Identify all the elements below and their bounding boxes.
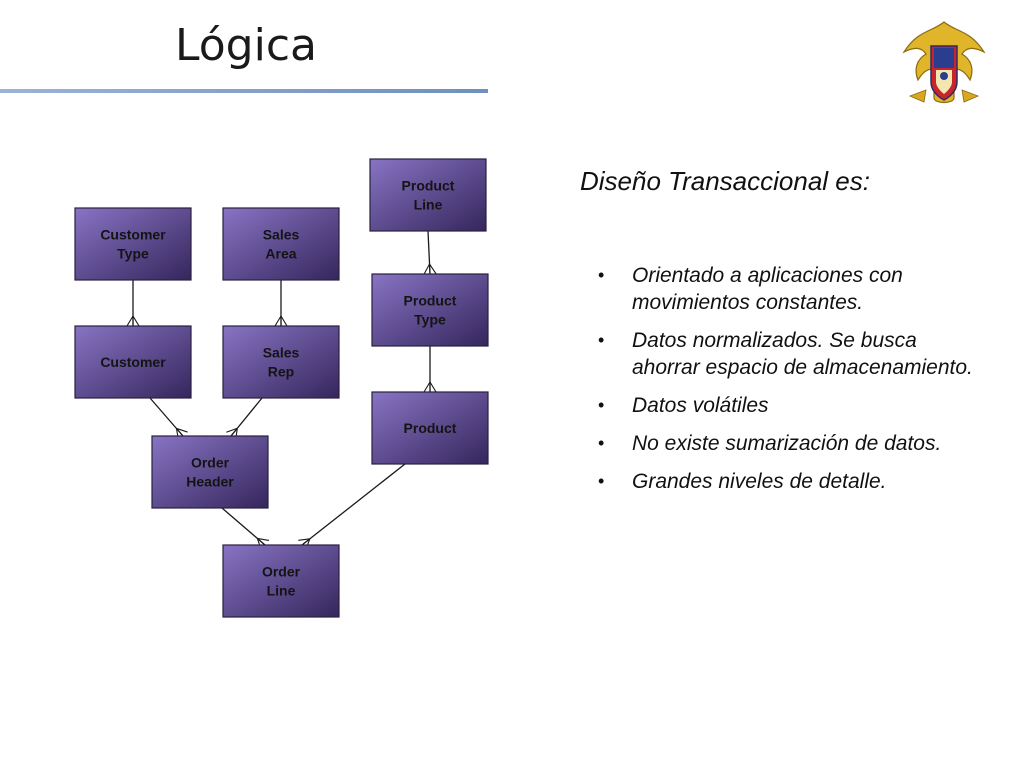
list-item-text: Orientado a aplicaciones con movimientos…: [632, 264, 903, 314]
relationship-product-type-product: [423, 346, 437, 393]
logical-data-model-diagram: CustomerTypeSalesAreaProductLineCustomer…: [74, 158, 489, 618]
list-item: • Datos normalizados. Se busca ahorrar es…: [598, 327, 988, 381]
entity-product: Product: [371, 391, 489, 465]
list-item: • Orientado a aplicaciones con movimiento…: [598, 262, 988, 316]
list-item-text: Grandes niveles de detalle.: [632, 470, 887, 493]
entity-box: [369, 158, 487, 232]
title-underline: [0, 89, 488, 93]
list-item-text: No existe sumarización de datos.: [632, 432, 942, 455]
entity-label: Type: [414, 312, 446, 328]
relationship-product-order-line: [298, 463, 406, 550]
bullet-icon: •: [598, 433, 605, 453]
crows-foot-icon: [423, 263, 437, 275]
entity-box: [151, 435, 269, 509]
entity-label: Sales: [263, 227, 300, 243]
bullet-icon: •: [598, 471, 605, 491]
entity-label: Rep: [268, 364, 294, 380]
characteristics-list: • Orientado a aplicaciones con movimiento…: [598, 262, 988, 506]
entity-customer: Customer: [74, 325, 192, 399]
list-item: • No existe sumarización de datos.: [598, 430, 988, 457]
crows-foot-icon: [274, 315, 288, 327]
bullet-icon: •: [598, 265, 605, 285]
entity-label: Product: [402, 178, 455, 194]
slide-title: Lógica: [175, 20, 317, 71]
bullet-icon: •: [598, 330, 605, 350]
list-item: • Datos volátiles: [598, 392, 988, 419]
relationship-order-header-order-line: [221, 507, 270, 550]
entity-box: [74, 325, 192, 399]
university-crest-icon: [902, 21, 986, 104]
entity-box: [371, 273, 489, 347]
entity-label: Area: [265, 246, 296, 262]
entity-box: [222, 325, 340, 399]
panel-heading: Diseño Transaccional es:: [580, 166, 870, 196]
relationship-sales-area-sales-rep: [274, 280, 288, 327]
entity-label: Line: [267, 583, 296, 599]
entity-box: [222, 207, 340, 281]
relationship-customer-order-header: [149, 397, 188, 441]
list-item: • Grandes niveles de detalle.: [598, 468, 988, 495]
relationship-customer-type-customer: [126, 280, 140, 327]
relationship-sales-rep-order-header: [226, 397, 263, 440]
entity-box: [222, 544, 340, 618]
entity-label: Order: [191, 455, 230, 471]
list-item-text: Datos normalizados. Se busca ahorrar esp…: [632, 329, 973, 379]
list-item-text: Datos volátiles: [632, 394, 769, 417]
entity-label: Header: [186, 474, 234, 490]
crows-foot-icon: [423, 381, 437, 393]
entity-label: Customer: [100, 227, 166, 243]
entity-label: Line: [414, 197, 443, 213]
relationship-product-line-product-type: [423, 230, 437, 275]
entity-box: [371, 391, 489, 465]
entity-label: Product: [404, 420, 457, 436]
entity-label: Type: [117, 246, 149, 262]
entity-label: Customer: [100, 354, 166, 370]
bullet-icon: •: [598, 395, 605, 415]
entity-label: Sales: [263, 345, 300, 361]
entity-label: Product: [404, 293, 457, 309]
entity-box: [74, 207, 192, 281]
crows-foot-icon: [126, 315, 140, 327]
entity-label: Order: [262, 564, 301, 580]
